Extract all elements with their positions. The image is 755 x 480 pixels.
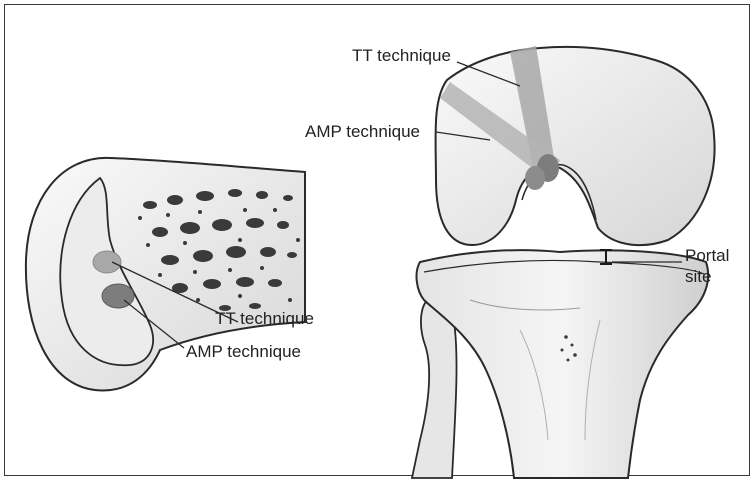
portal-label-line1: Portal bbox=[685, 246, 729, 265]
portal-label-line2: site bbox=[685, 267, 711, 286]
distal-femur bbox=[436, 46, 715, 245]
proximal-tibia-fibula bbox=[412, 250, 708, 478]
tt-technique-label-top: TT technique bbox=[352, 46, 451, 65]
amp-technique-label-left: AMP technique bbox=[186, 342, 301, 361]
tunnel-aperture-amp bbox=[525, 166, 545, 190]
tt-footprint bbox=[93, 251, 121, 273]
tt-technique-label-left: TT technique bbox=[215, 309, 314, 328]
amp-technique-label-top: AMP technique bbox=[305, 122, 420, 141]
